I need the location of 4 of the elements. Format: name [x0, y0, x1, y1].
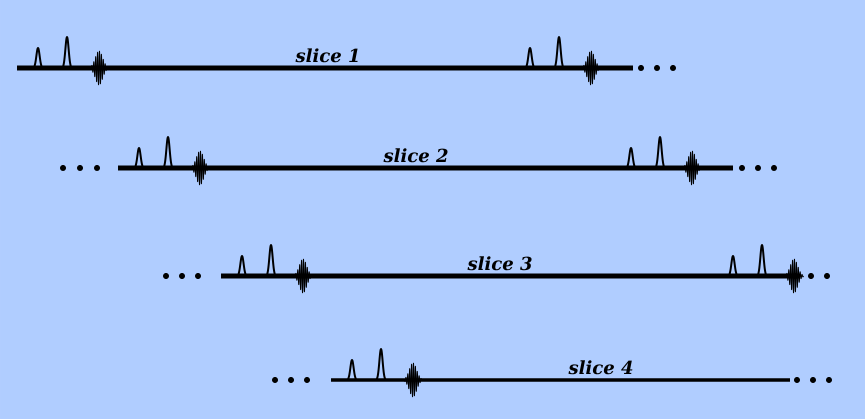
slice-label: slice 3 [467, 256, 532, 270]
slice-label: slice 2 [383, 148, 448, 162]
slice-label: slice 1 [295, 48, 358, 62]
slice-label: slice 4 [568, 360, 632, 374]
